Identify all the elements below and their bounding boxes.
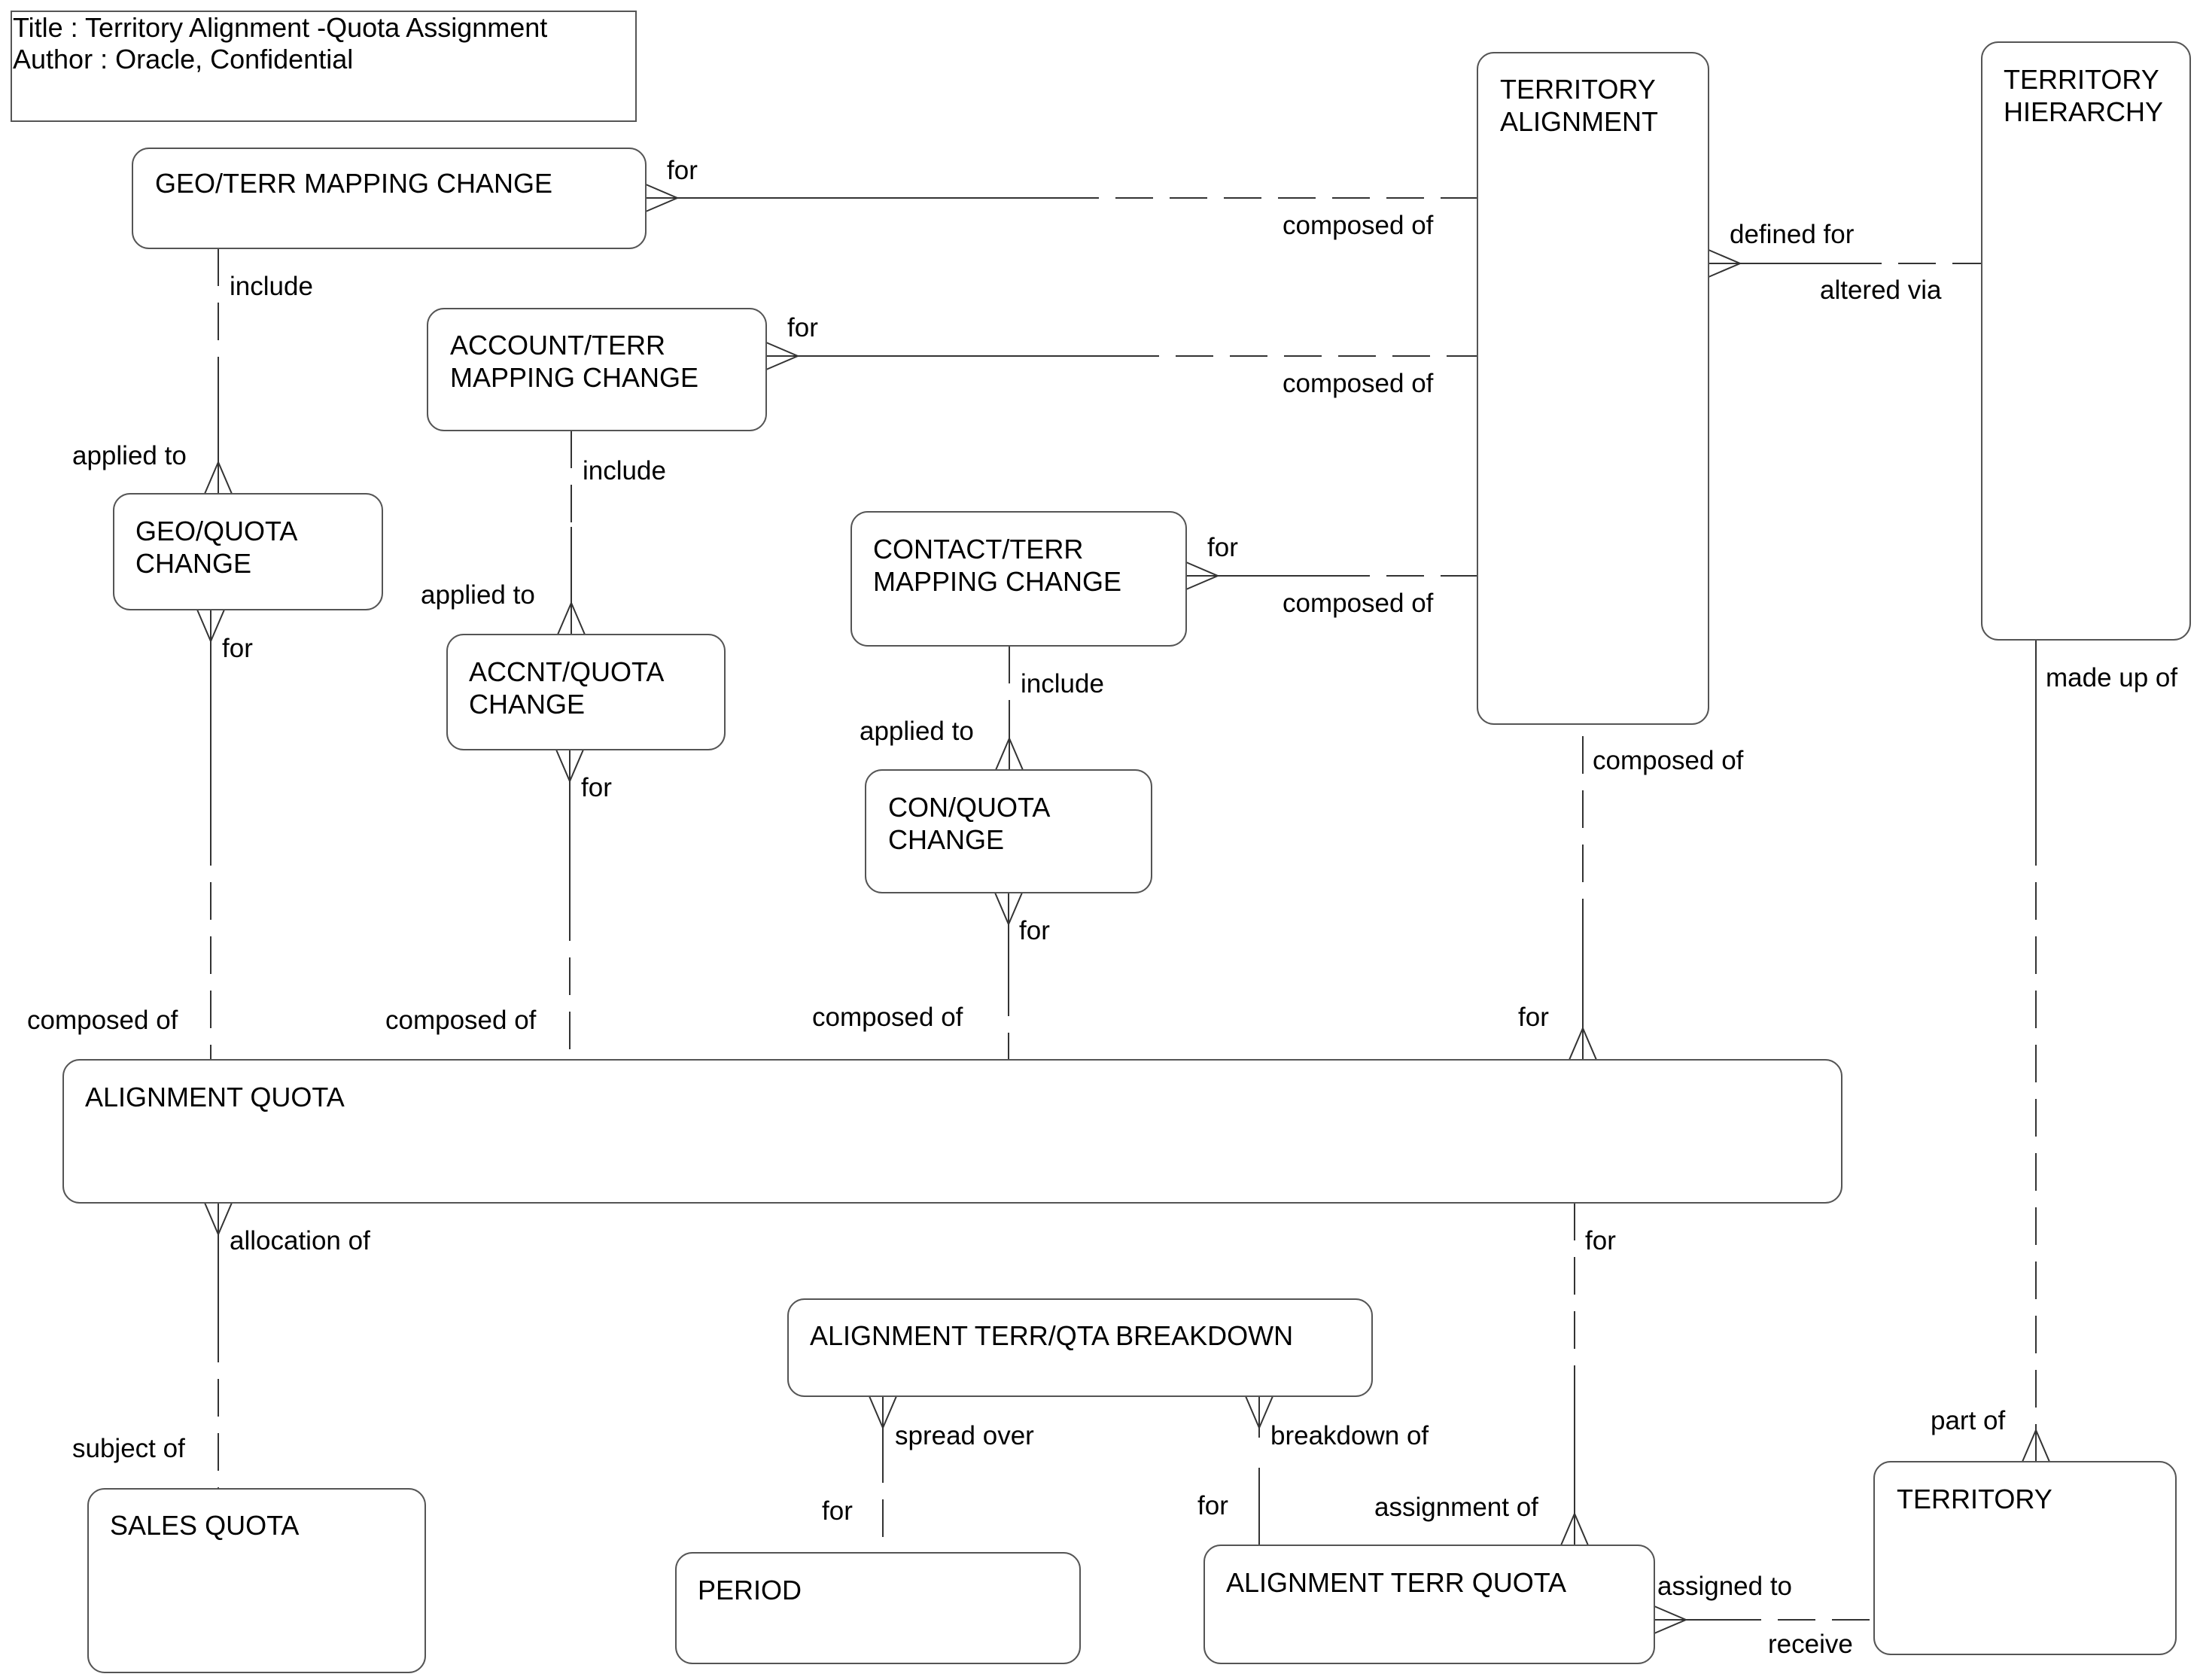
entity-name: GEO/TERR MAPPING CHANGE — [155, 168, 552, 199]
rel-contact-terr-con-quota — [995, 646, 1024, 771]
rel-label: for — [1518, 1003, 1549, 1032]
entity-territory-alignment[interactable]: TERRITORY ALIGNMENT — [1477, 52, 1709, 725]
rel-label: assignment of — [1374, 1493, 1538, 1522]
entity-account-terr-mapping-change[interactable]: ACCOUNT/TERR MAPPING CHANGE — [427, 308, 767, 431]
rel-hierarchy-territory — [2022, 640, 2050, 1462]
rel-breakdown-period — [869, 1395, 897, 1553]
entity-name-line-2: MAPPING CHANGE — [873, 566, 1121, 597]
rel-label: composed of — [1283, 369, 1434, 398]
rel-alignment-hierarchy — [1708, 249, 1982, 278]
entity-geo-quota-change[interactable]: GEO/QUOTA CHANGE — [113, 493, 383, 610]
rel-geo-terr-alignment — [645, 184, 1477, 212]
entity-name: PERIOD — [698, 1575, 802, 1605]
entity-name-line-2: ALIGNMENT — [1500, 106, 1658, 137]
rel-label: spread over — [895, 1421, 1034, 1450]
entity-territory[interactable]: TERRITORY — [1873, 1461, 2177, 1655]
entity-sales-quota[interactable]: SALES QUOTA — [87, 1488, 426, 1673]
rel-account-terr-alignment — [765, 342, 1477, 370]
rel-label: for — [667, 156, 698, 185]
entity-geo-terr-mapping-change[interactable]: GEO/TERR MAPPING CHANGE — [132, 148, 647, 249]
rel-label: for — [1207, 533, 1238, 562]
rel-label: altered via — [1820, 275, 1942, 305]
relationship-lines — [196, 184, 2050, 1634]
rel-label: composed of — [1283, 589, 1434, 618]
rel-label: composed of — [385, 1006, 537, 1035]
entity-name-line-1: TERRITORY — [2004, 64, 2159, 95]
title-block: Title : Territory Alignment -Quota Assig… — [11, 11, 637, 122]
entity-name-line-2: CHANGE — [888, 824, 1004, 855]
rel-label: for — [787, 313, 818, 342]
title-text: Title : Territory Alignment -Quota Assig… — [13, 12, 547, 43]
rel-account-terr-accnt-quota — [557, 431, 586, 635]
entity-name: ALIGNMENT TERR/QTA BREAKDOWN — [810, 1320, 1293, 1351]
rel-label: for — [1585, 1226, 1616, 1255]
entity-name: ALIGNMENT QUOTA — [85, 1082, 345, 1112]
rel-label: applied to — [421, 580, 535, 610]
title-frame — [11, 11, 637, 122]
rel-label: for — [822, 1496, 853, 1526]
entity-alignment-terr-quota[interactable]: ALIGNMENT TERR QUOTA — [1203, 1545, 1655, 1664]
entity-name: ALIGNMENT TERR QUOTA — [1226, 1567, 1566, 1598]
rel-alignment-alignment-quota — [1569, 736, 1597, 1061]
entity-name-line-2: HIERARCHY — [2004, 96, 2163, 127]
rel-label: assigned to — [1657, 1572, 1792, 1601]
entity-alignment-terr-qta-breakdown[interactable]: ALIGNMENT TERR/QTA BREAKDOWN — [787, 1298, 1373, 1397]
rel-label: for — [1019, 916, 1050, 945]
rel-geo-terr-geo-quota — [204, 248, 233, 495]
entity-name: TERRITORY — [1897, 1484, 2052, 1514]
rel-label: breakdown of — [1270, 1421, 1429, 1450]
entity-name-line-1: GEO/QUOTA — [135, 516, 297, 546]
rel-contact-terr-alignment — [1185, 562, 1477, 590]
entity-con-quota-change[interactable]: CON/QUOTA CHANGE — [865, 769, 1152, 893]
entity-name-line-1: CON/QUOTA — [888, 792, 1050, 823]
rel-label: composed of — [812, 1003, 963, 1032]
rel-label: applied to — [72, 441, 187, 470]
rel-con-quota-alignment-quota — [994, 892, 1023, 1060]
rel-label: composed of — [1593, 746, 1744, 775]
rel-label: for — [222, 634, 253, 663]
entity-territory-hierarchy[interactable]: TERRITORY HIERARCHY — [1981, 41, 2191, 641]
rel-label: composed of — [27, 1006, 178, 1035]
rel-label: composed of — [1283, 211, 1434, 240]
rel-label: include — [230, 272, 313, 301]
entity-alignment-quota[interactable]: ALIGNMENT QUOTA — [62, 1059, 1842, 1204]
entity-name-line-2: MAPPING CHANGE — [450, 362, 698, 393]
rel-label: part of — [1931, 1406, 2005, 1435]
rel-label: allocation of — [230, 1226, 370, 1255]
rel-terr-quota-territory — [1654, 1605, 1874, 1634]
entity-contact-terr-mapping-change[interactable]: CONTACT/TERR MAPPING CHANGE — [850, 511, 1187, 647]
rel-label: made up of — [2046, 663, 2177, 692]
entity-name-line-1: ACCNT/QUOTA — [469, 656, 664, 687]
relationship-labels: for composed of for composed of for comp… — [27, 156, 2177, 1659]
rel-label: defined for — [1730, 220, 1855, 249]
rel-accnt-quota-alignment-quota — [555, 749, 584, 1060]
rel-label: include — [1021, 669, 1104, 698]
rel-label: for — [581, 773, 612, 802]
rel-alignment-quota-sales-quota — [204, 1202, 233, 1489]
rel-geo-quota-alignment-quota — [196, 609, 225, 1060]
rel-label: include — [583, 456, 666, 485]
rel-alignment-quota-terr-quota — [1560, 1203, 1589, 1546]
rel-label: for — [1197, 1491, 1228, 1520]
rel-breakdown-terr-quota — [1245, 1395, 1273, 1545]
entity-name-line-2: CHANGE — [135, 548, 251, 579]
entity-period[interactable]: PERIOD — [675, 1552, 1081, 1664]
author-text: Author : Oracle, Confidential — [13, 44, 353, 75]
rel-label: subject of — [72, 1434, 185, 1463]
rel-label: receive — [1768, 1630, 1853, 1659]
entity-name-line-2: CHANGE — [469, 689, 585, 720]
entity-name: SALES QUOTA — [110, 1510, 299, 1541]
entity-name-line-1: ACCOUNT/TERR — [450, 330, 665, 361]
entity-name-line-1: TERRITORY — [1500, 74, 1656, 105]
entity-name-line-1: CONTACT/TERR — [873, 534, 1083, 565]
entity-accnt-quota-change[interactable]: ACCNT/QUOTA CHANGE — [446, 634, 726, 750]
rel-label: applied to — [860, 717, 974, 746]
